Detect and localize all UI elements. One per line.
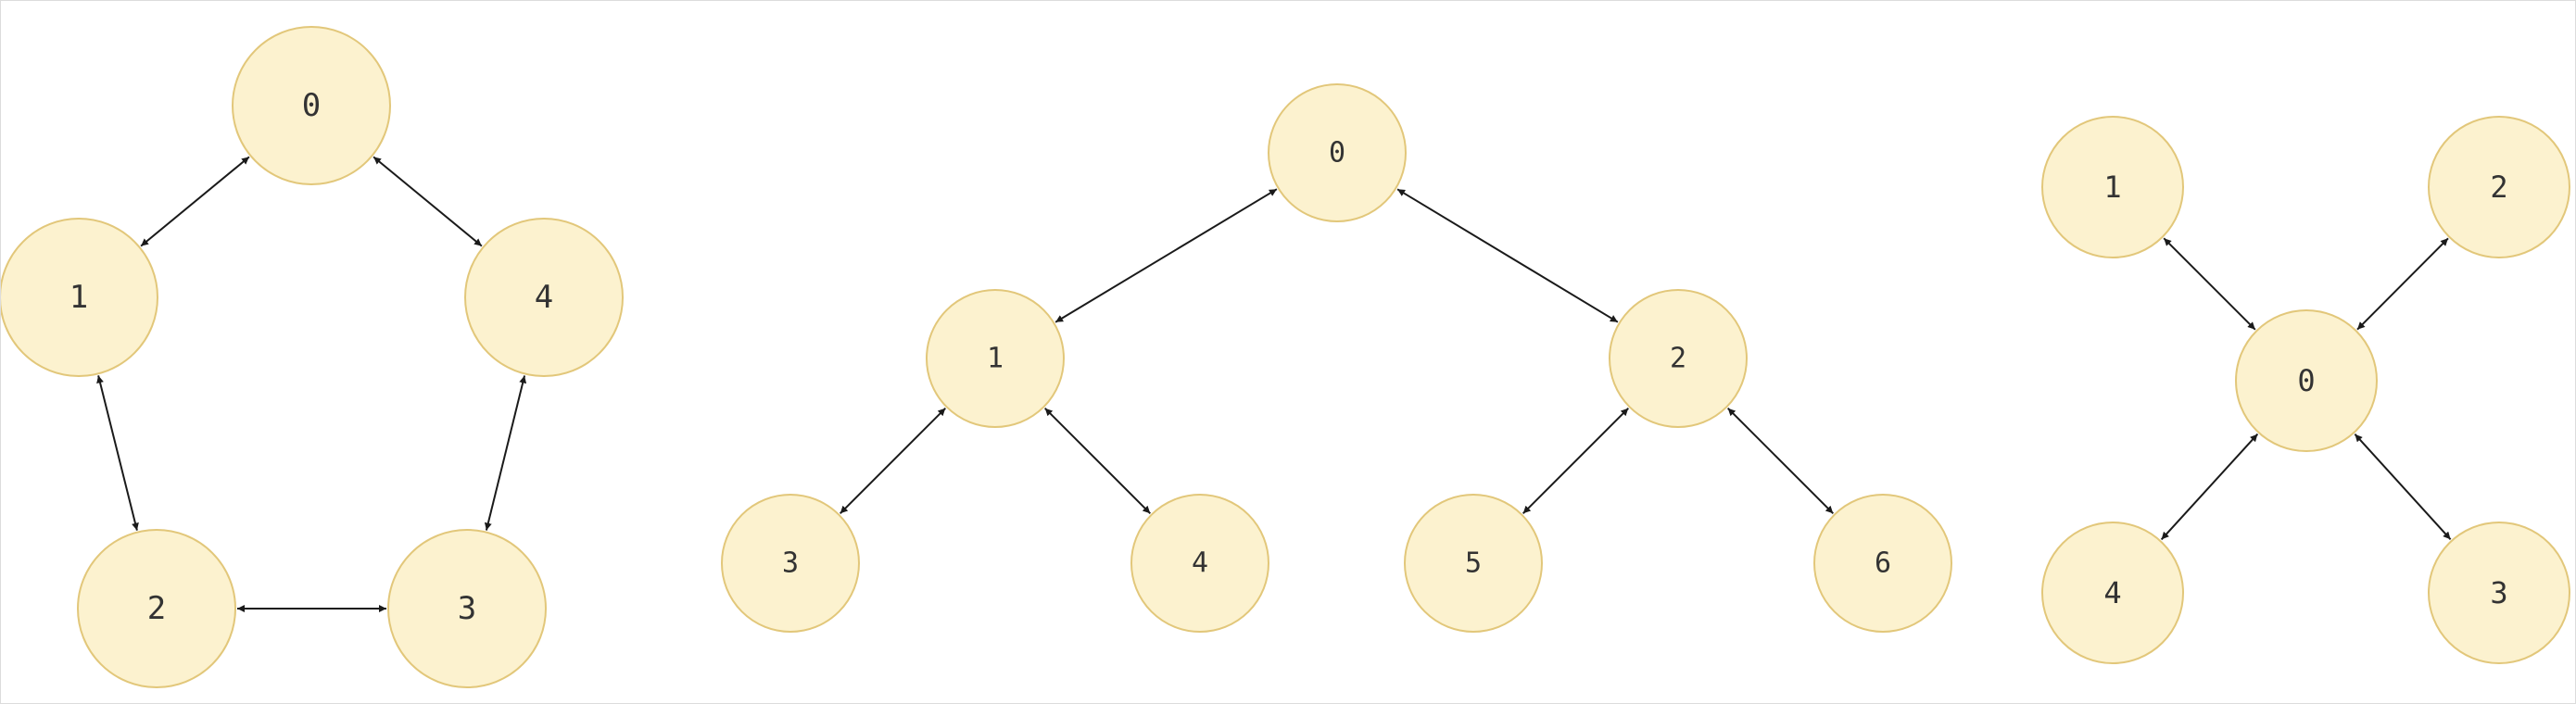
node-label: 0	[2297, 363, 2315, 398]
node-0: 0	[2235, 309, 2378, 452]
node-3: 3	[2428, 522, 2570, 664]
node-label: 2	[2490, 170, 2507, 205]
edge-0-1	[140, 156, 250, 247]
node-label: 6	[1875, 547, 1891, 580]
node-circle	[2428, 522, 2570, 664]
edge-0-4	[373, 156, 483, 247]
node-circle	[1268, 83, 1407, 222]
node-circle	[2428, 116, 2570, 258]
edge-1-3	[839, 407, 947, 515]
edge-0-2	[2356, 237, 2449, 331]
node-circle	[721, 494, 860, 633]
node-circle	[1813, 494, 1952, 633]
node-circle	[464, 218, 624, 377]
node-3: 3	[387, 529, 547, 688]
node-label: 3	[2490, 575, 2507, 610]
node-circle	[2041, 522, 2184, 664]
node-label: 5	[1465, 547, 1482, 580]
node-0: 0	[1268, 83, 1407, 222]
node-1: 1	[0, 218, 158, 377]
node-circle	[1404, 494, 1543, 633]
node-circle	[77, 529, 236, 688]
node-6: 6	[1813, 494, 1952, 633]
node-circle	[387, 529, 547, 688]
edge-0-3	[2354, 434, 2452, 540]
node-label: 2	[147, 590, 166, 627]
binary-tree-graph: 0 1 2 3 4 5 6	[721, 83, 1952, 633]
node-0: 0	[232, 26, 391, 185]
edge-2-6	[1726, 407, 1835, 515]
node-label: 4	[535, 279, 553, 316]
edge-3-4	[484, 375, 527, 531]
node-label: 2	[1670, 343, 1686, 375]
edge-1-2	[96, 375, 139, 531]
node-1: 1	[926, 289, 1065, 428]
star-edges	[2160, 237, 2452, 541]
edge-0-2	[1396, 188, 1619, 323]
node-circle	[232, 26, 391, 185]
node-label: 0	[302, 87, 321, 124]
node-1: 1	[2041, 116, 2184, 258]
node-label: 3	[782, 547, 799, 580]
edge-0-1	[1054, 188, 1278, 323]
node-2: 2	[77, 529, 236, 688]
node-label: 4	[1192, 547, 1208, 580]
node-label: 4	[2103, 575, 2121, 610]
node-label: 0	[1329, 137, 1345, 170]
edge-1-4	[1043, 407, 1152, 515]
node-2: 2	[1609, 289, 1748, 428]
node-circle	[926, 289, 1065, 428]
node-4: 4	[1130, 494, 1269, 633]
node-3: 3	[721, 494, 860, 633]
edge-2-5	[1522, 407, 1630, 515]
node-circle	[2235, 309, 2378, 452]
node-label: 1	[2103, 170, 2121, 205]
node-label: 1	[987, 343, 1004, 375]
ring-graph: 0 1 2 3 4	[0, 26, 624, 688]
node-circle	[1609, 289, 1748, 428]
edge-0-1	[2163, 237, 2256, 331]
node-circle	[2041, 116, 2184, 258]
ring-edges	[96, 156, 527, 612]
node-5: 5	[1404, 494, 1543, 633]
binary-tree-edges	[839, 188, 1835, 515]
edge-0-4	[2160, 433, 2259, 541]
node-2: 2	[2428, 116, 2570, 258]
node-4: 4	[464, 218, 624, 377]
node-4: 4	[2041, 522, 2184, 664]
node-label: 1	[69, 279, 88, 316]
node-label: 3	[458, 590, 476, 627]
node-circle	[0, 218, 158, 377]
node-circle	[1130, 494, 1269, 633]
star-graph: 0 1 2 3 4	[2041, 116, 2570, 664]
